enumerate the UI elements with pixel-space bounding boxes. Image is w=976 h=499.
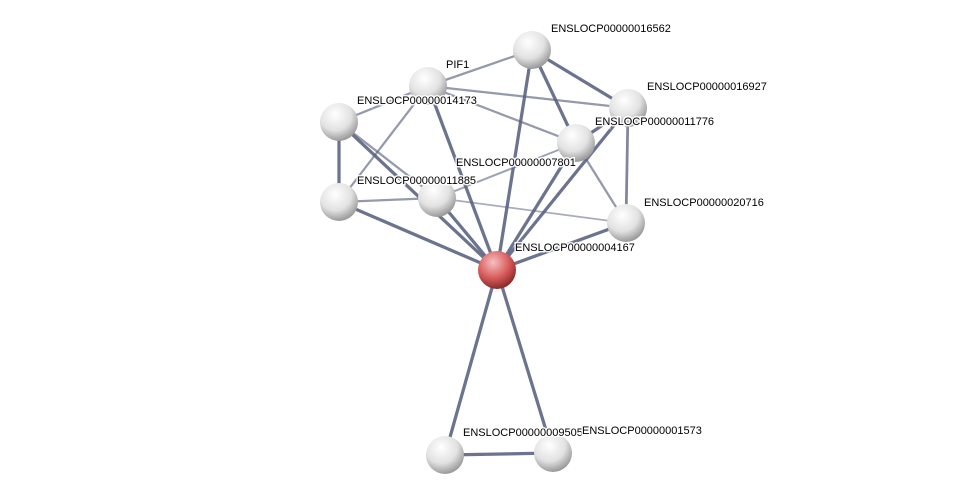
node-label: ENSLOCP00000016927 bbox=[647, 81, 767, 93]
node-label: ENSLOCP00000004167 bbox=[515, 242, 635, 254]
node-label: ENSLOCP00000007801 bbox=[456, 157, 576, 169]
node-label: ENSLOCP00000009505 bbox=[463, 427, 583, 439]
node-sphere[interactable] bbox=[513, 31, 551, 69]
node-label: ENSLOCP00000014173 bbox=[357, 95, 477, 107]
node-label: ENSLOCP00000011885 bbox=[357, 175, 476, 187]
node-sphere[interactable] bbox=[607, 204, 645, 242]
edge[interactable] bbox=[338, 200, 498, 272]
node-sphere[interactable] bbox=[426, 436, 464, 474]
edge[interactable] bbox=[624, 107, 630, 224]
node-label: ENSLOCP00000001573 bbox=[582, 425, 702, 437]
edge[interactable] bbox=[427, 84, 629, 110]
node-sphere[interactable] bbox=[534, 434, 572, 472]
node-label: ENSLOCP00000011776 bbox=[595, 116, 714, 128]
edge[interactable] bbox=[495, 269, 555, 454]
edge[interactable] bbox=[338, 121, 438, 199]
node-label: ENSLOCP00000016562 bbox=[551, 23, 671, 35]
node-sphere[interactable] bbox=[409, 67, 447, 105]
node-sphere[interactable] bbox=[609, 89, 647, 127]
edge[interactable] bbox=[495, 49, 534, 271]
edge[interactable] bbox=[436, 142, 577, 199]
edge[interactable] bbox=[495, 106, 630, 272]
edge[interactable] bbox=[427, 84, 577, 145]
node-sphere[interactable] bbox=[320, 183, 358, 221]
edge[interactable] bbox=[443, 269, 499, 456]
node-sphere[interactable] bbox=[478, 251, 516, 289]
node-sphere[interactable] bbox=[320, 103, 358, 141]
edge[interactable] bbox=[436, 197, 627, 224]
node-label: ENSLOCP00000020716 bbox=[644, 197, 764, 209]
node-sphere[interactable] bbox=[557, 124, 595, 162]
node-label: PIF1 bbox=[446, 59, 469, 71]
edge[interactable] bbox=[337, 120, 499, 272]
edge[interactable] bbox=[495, 142, 578, 271]
edge[interactable] bbox=[338, 85, 429, 203]
edge[interactable] bbox=[496, 221, 627, 272]
edge[interactable] bbox=[426, 85, 499, 271]
node-sphere[interactable] bbox=[418, 179, 456, 217]
